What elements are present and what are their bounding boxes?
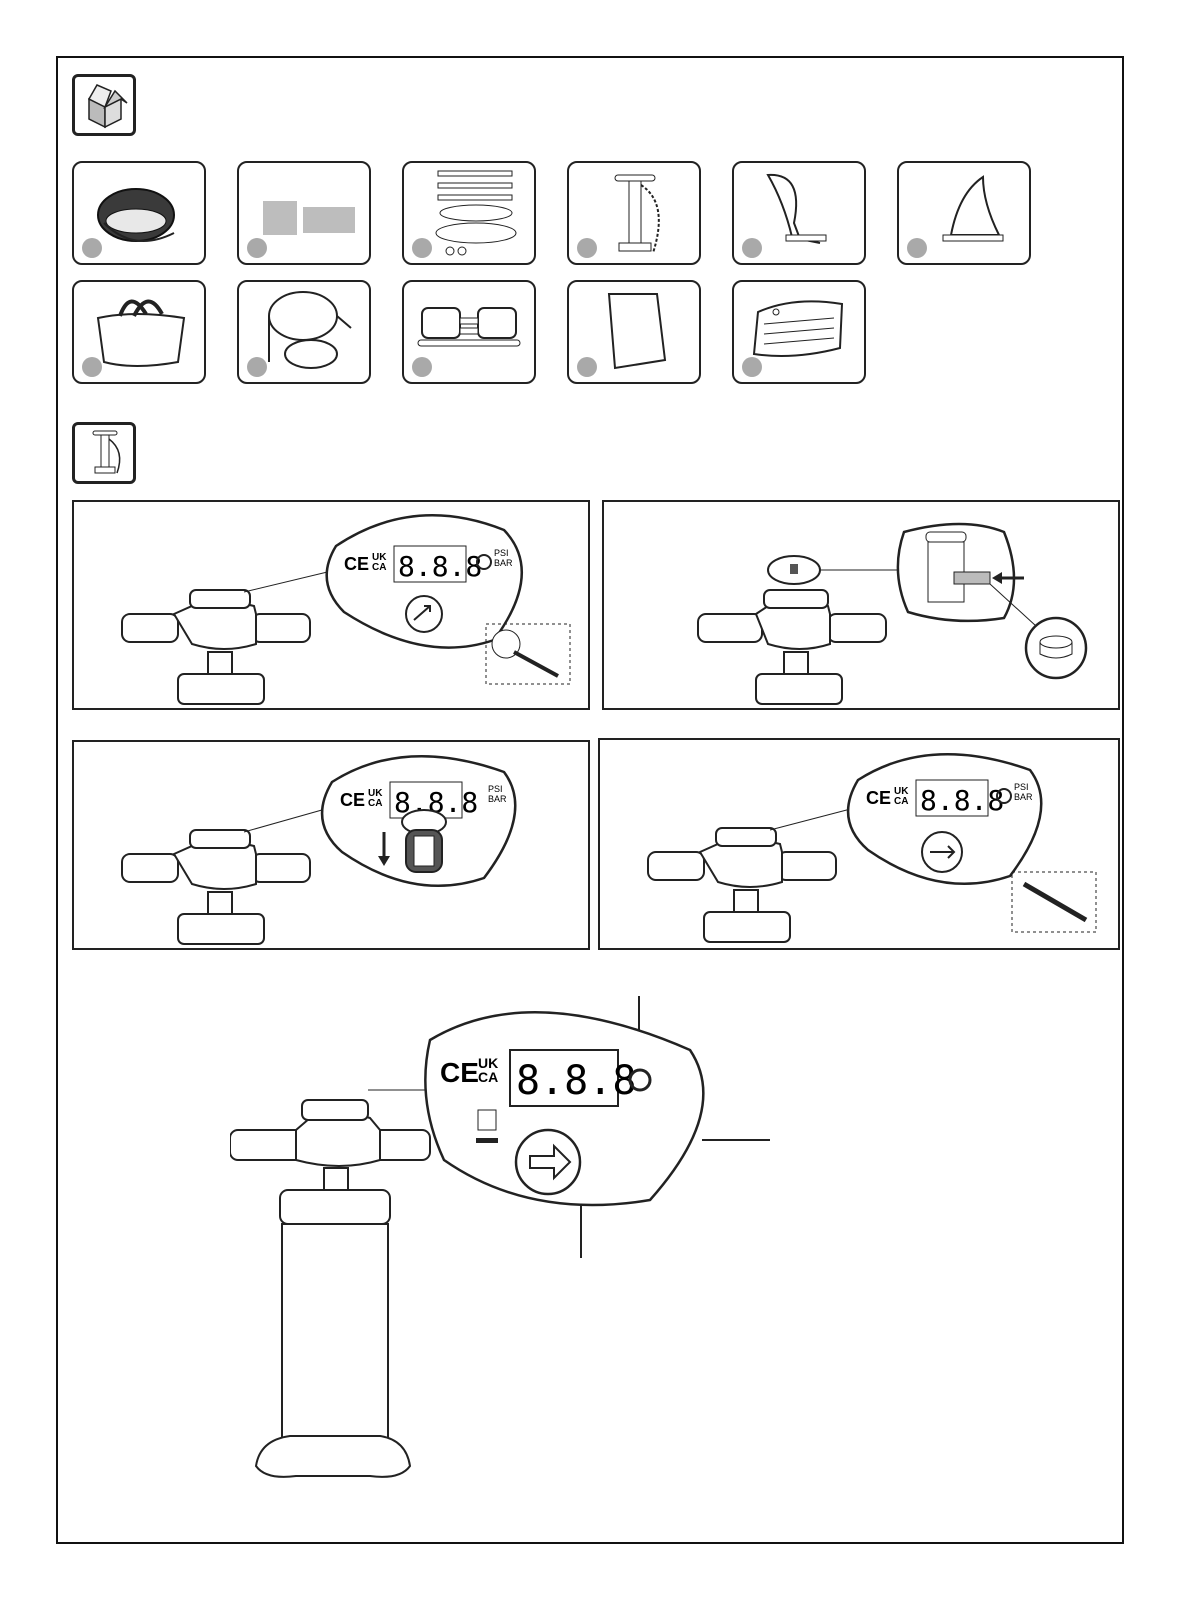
component-carry-bag bbox=[72, 280, 206, 384]
component-floor-mat bbox=[567, 280, 701, 384]
psi-label: PSI bbox=[1014, 782, 1029, 792]
component-boat-folded bbox=[72, 161, 206, 265]
psi-label: PSI bbox=[494, 548, 509, 558]
component-fin-large bbox=[732, 161, 866, 265]
component-seat bbox=[237, 280, 371, 384]
valve-cap-icon bbox=[406, 596, 442, 632]
ce-mark: CE bbox=[344, 554, 369, 574]
package-contents-icon bbox=[72, 74, 136, 136]
component-repair-patches bbox=[237, 161, 371, 265]
ce-mark: CE bbox=[866, 788, 891, 808]
ce-mark: CE bbox=[340, 790, 365, 810]
bar-label: BAR bbox=[488, 794, 507, 804]
component-seat-frame bbox=[402, 280, 536, 384]
ce-mark: CE bbox=[440, 1057, 479, 1088]
psi-label: PSI bbox=[488, 784, 503, 794]
lcd-display: 8.8.8 bbox=[398, 550, 482, 583]
pump-detail-illustration: CE UK CA 8.8.8 bbox=[230, 990, 790, 1510]
step-panel-4: CE UK CA 8.8.8 PSI BAR bbox=[598, 738, 1120, 950]
ukca-mark-bottom: CA bbox=[368, 798, 382, 809]
bar-label: BAR bbox=[1014, 792, 1033, 802]
step-panel-3: CE UK CA 8.8.8 PSI BAR bbox=[72, 740, 590, 950]
component-paddle-set bbox=[402, 161, 536, 265]
step-panel-1: CE UK CA 8.8.8 PSI BAR bbox=[72, 500, 590, 710]
lcd-display: 8.8.8 bbox=[920, 784, 1004, 817]
lcd-display: 8.8.8 bbox=[516, 1058, 636, 1104]
component-air-mattress bbox=[732, 280, 866, 384]
ukca-mark-bottom: CA bbox=[894, 796, 908, 807]
ukca-mark-bottom: CA bbox=[372, 562, 386, 573]
pump-icon bbox=[72, 422, 136, 484]
step-panel-2 bbox=[602, 500, 1120, 710]
component-fin-small bbox=[897, 161, 1031, 265]
ukca-mark-bottom: CA bbox=[478, 1069, 498, 1085]
component-hand-pump bbox=[567, 161, 701, 265]
bar-label: BAR bbox=[494, 558, 513, 568]
